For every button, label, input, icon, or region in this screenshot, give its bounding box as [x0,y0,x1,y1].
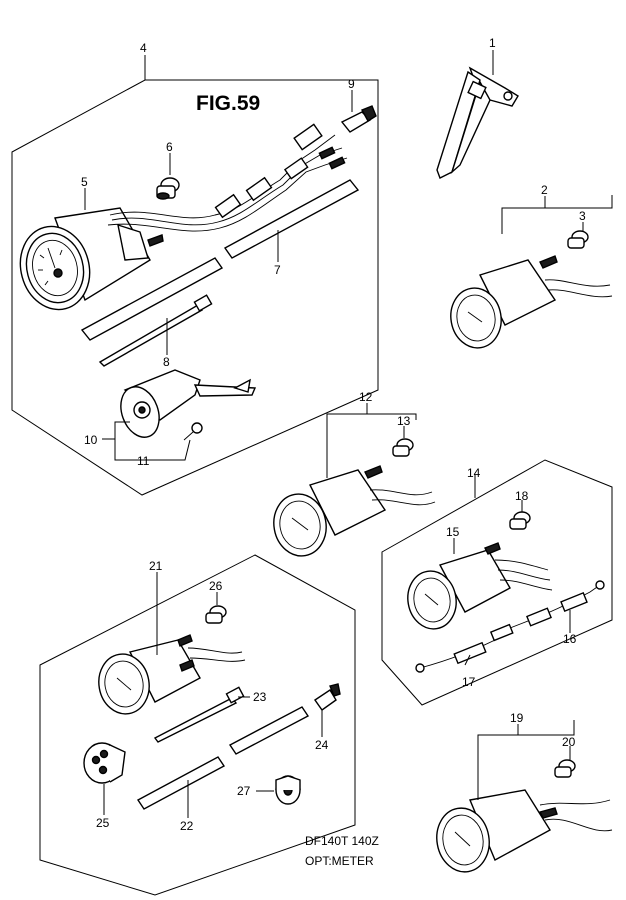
callout-5: 5 [81,175,88,189]
part-2-gauge [450,255,613,349]
part-15-gauge [407,542,553,630]
callout-1: 1 [489,36,496,50]
part-26-bulb [205,605,227,624]
callout-17: 17 [462,675,476,689]
leader-lines [84,50,613,818]
callout-21: 21 [149,559,163,573]
callout-4: 4 [140,41,147,55]
part-13-bulb [392,438,414,457]
part-3-bulb [567,230,589,249]
part-24-fitting [314,683,341,711]
callout-6: 6 [166,140,173,154]
callout-7: 7 [274,263,281,277]
callout-11: 11 [137,454,150,468]
callout-14: 14 [467,466,481,480]
part-16-wire [504,580,605,631]
part-22-tube [136,706,310,810]
part-8-tie-strap [98,294,213,367]
part-17-wire [415,623,514,673]
callout-19: 19 [510,711,524,725]
part-25-grommet [83,742,126,784]
callout-27: 27 [237,784,251,798]
part-18-bulb [509,511,531,530]
part-9-connector [340,105,377,133]
callout-18: 18 [515,489,529,503]
callout-24: 24 [315,738,329,752]
callout-10: 10 [84,433,98,447]
callout-20: 20 [562,735,576,749]
callout-8: 8 [163,355,170,369]
callout-2: 2 [541,183,548,197]
callout-9: 9 [348,77,355,91]
callout-12: 12 [359,390,373,404]
part-1-sender-bracket [436,66,519,179]
part-10-housing [120,369,257,438]
callout-3: 3 [579,209,586,223]
caption-subject: OPT:METER [305,854,374,868]
callout-16: 16 [563,632,577,646]
part-20-bulb [554,759,576,778]
part-21-gauge [98,634,246,715]
callout-25: 25 [96,816,110,830]
part-11-screw [183,422,203,441]
part-7-tube [80,179,360,341]
callout-22: 22 [180,819,194,833]
part-19-gauge [436,789,613,873]
part-5-gauge [19,207,164,311]
kit-14-outline [381,459,613,706]
figure-title: FIG.59 [196,92,260,115]
part-4-harness [107,123,348,232]
callout-15: 15 [446,525,460,539]
part-23-tie-strap [153,686,245,743]
callout-13: 13 [397,414,411,428]
callout-labels: 4 1 9 6 5 7 8 10 11 2 3 12 13 14 18 15 1… [81,36,586,833]
caption-model: DF140T 140Z [305,834,379,848]
callout-26: 26 [209,579,223,593]
part-6-bulb [156,177,180,200]
part-27-grommet [275,775,301,805]
kit-21-outline [39,554,356,896]
callout-23: 23 [253,690,267,704]
part-12-gauge [273,465,436,557]
